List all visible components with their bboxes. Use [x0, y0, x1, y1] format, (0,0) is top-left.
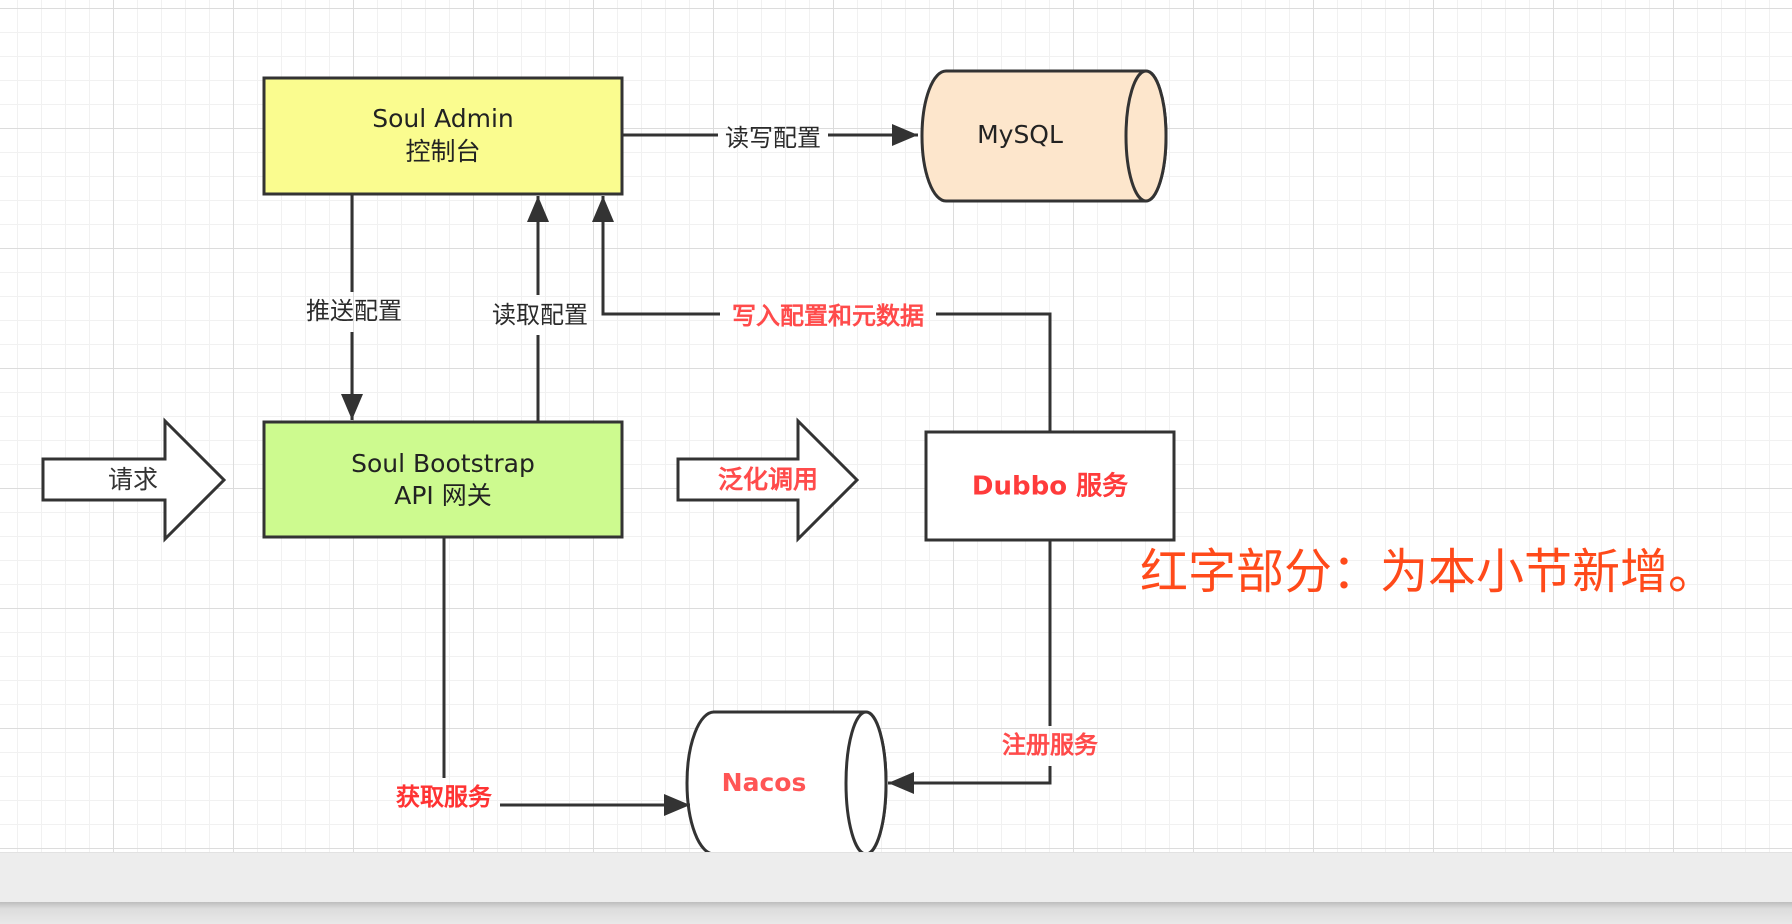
edge-read-config: 读取配置 [492, 196, 588, 422]
soul-admin-node[interactable]: Soul Admin 控制台 [262, 76, 624, 196]
dubbo-service-node[interactable]: Dubbo 服务 [924, 430, 1176, 542]
mysql-label: MySQL [977, 120, 1063, 149]
edge-get-service: 获取服务 [396, 537, 690, 816]
request-label: 请求 [108, 465, 158, 494]
nacos-label: Nacos [722, 768, 807, 797]
request-arrow: 请求 [41, 417, 227, 543]
generic-call-arrow: 泛化调用 [676, 417, 860, 543]
architecture-diagram: Soul Admin 控制台 MySQL 读写配置 Soul Bootstrap… [41, 69, 1716, 852]
soul-bootstrap-title: Soul Bootstrap [351, 449, 535, 478]
bottom-scroll-area [0, 852, 1792, 903]
edge-push-config: 推送配置 [306, 194, 402, 420]
dubbo-service-label: Dubbo 服务 [972, 472, 1128, 502]
generic-call-label: 泛化调用 [718, 465, 818, 494]
push-config-label: 推送配置 [306, 297, 402, 325]
get-service-label: 获取服务 [396, 783, 493, 811]
mysql-node[interactable]: MySQL [920, 69, 1168, 203]
register-service-label: 注册服务 [1002, 731, 1099, 759]
write-config-metadata-label: 写入配置和元数据 [732, 302, 924, 330]
read-write-config-label: 读写配置 [725, 124, 821, 152]
bottom-edge [0, 902, 1792, 924]
nacos-node[interactable]: Nacos [685, 710, 888, 852]
soul-admin-title: Soul Admin [372, 104, 514, 133]
edge-write-config-metadata: 写入配置和元数据 [592, 196, 1052, 432]
note-text: 红字部分：为本小节新增。 [1140, 544, 1716, 600]
soul-bootstrap-node[interactable]: Soul Bootstrap API 网关 [262, 420, 624, 539]
edge-register-service: 注册服务 [888, 540, 1099, 794]
soul-admin-subtitle: 控制台 [405, 137, 480, 166]
read-config-label: 读取配置 [492, 301, 588, 329]
soul-bootstrap-subtitle: API 网关 [394, 481, 492, 510]
edge-read-write-config: 读写配置 [622, 124, 918, 152]
